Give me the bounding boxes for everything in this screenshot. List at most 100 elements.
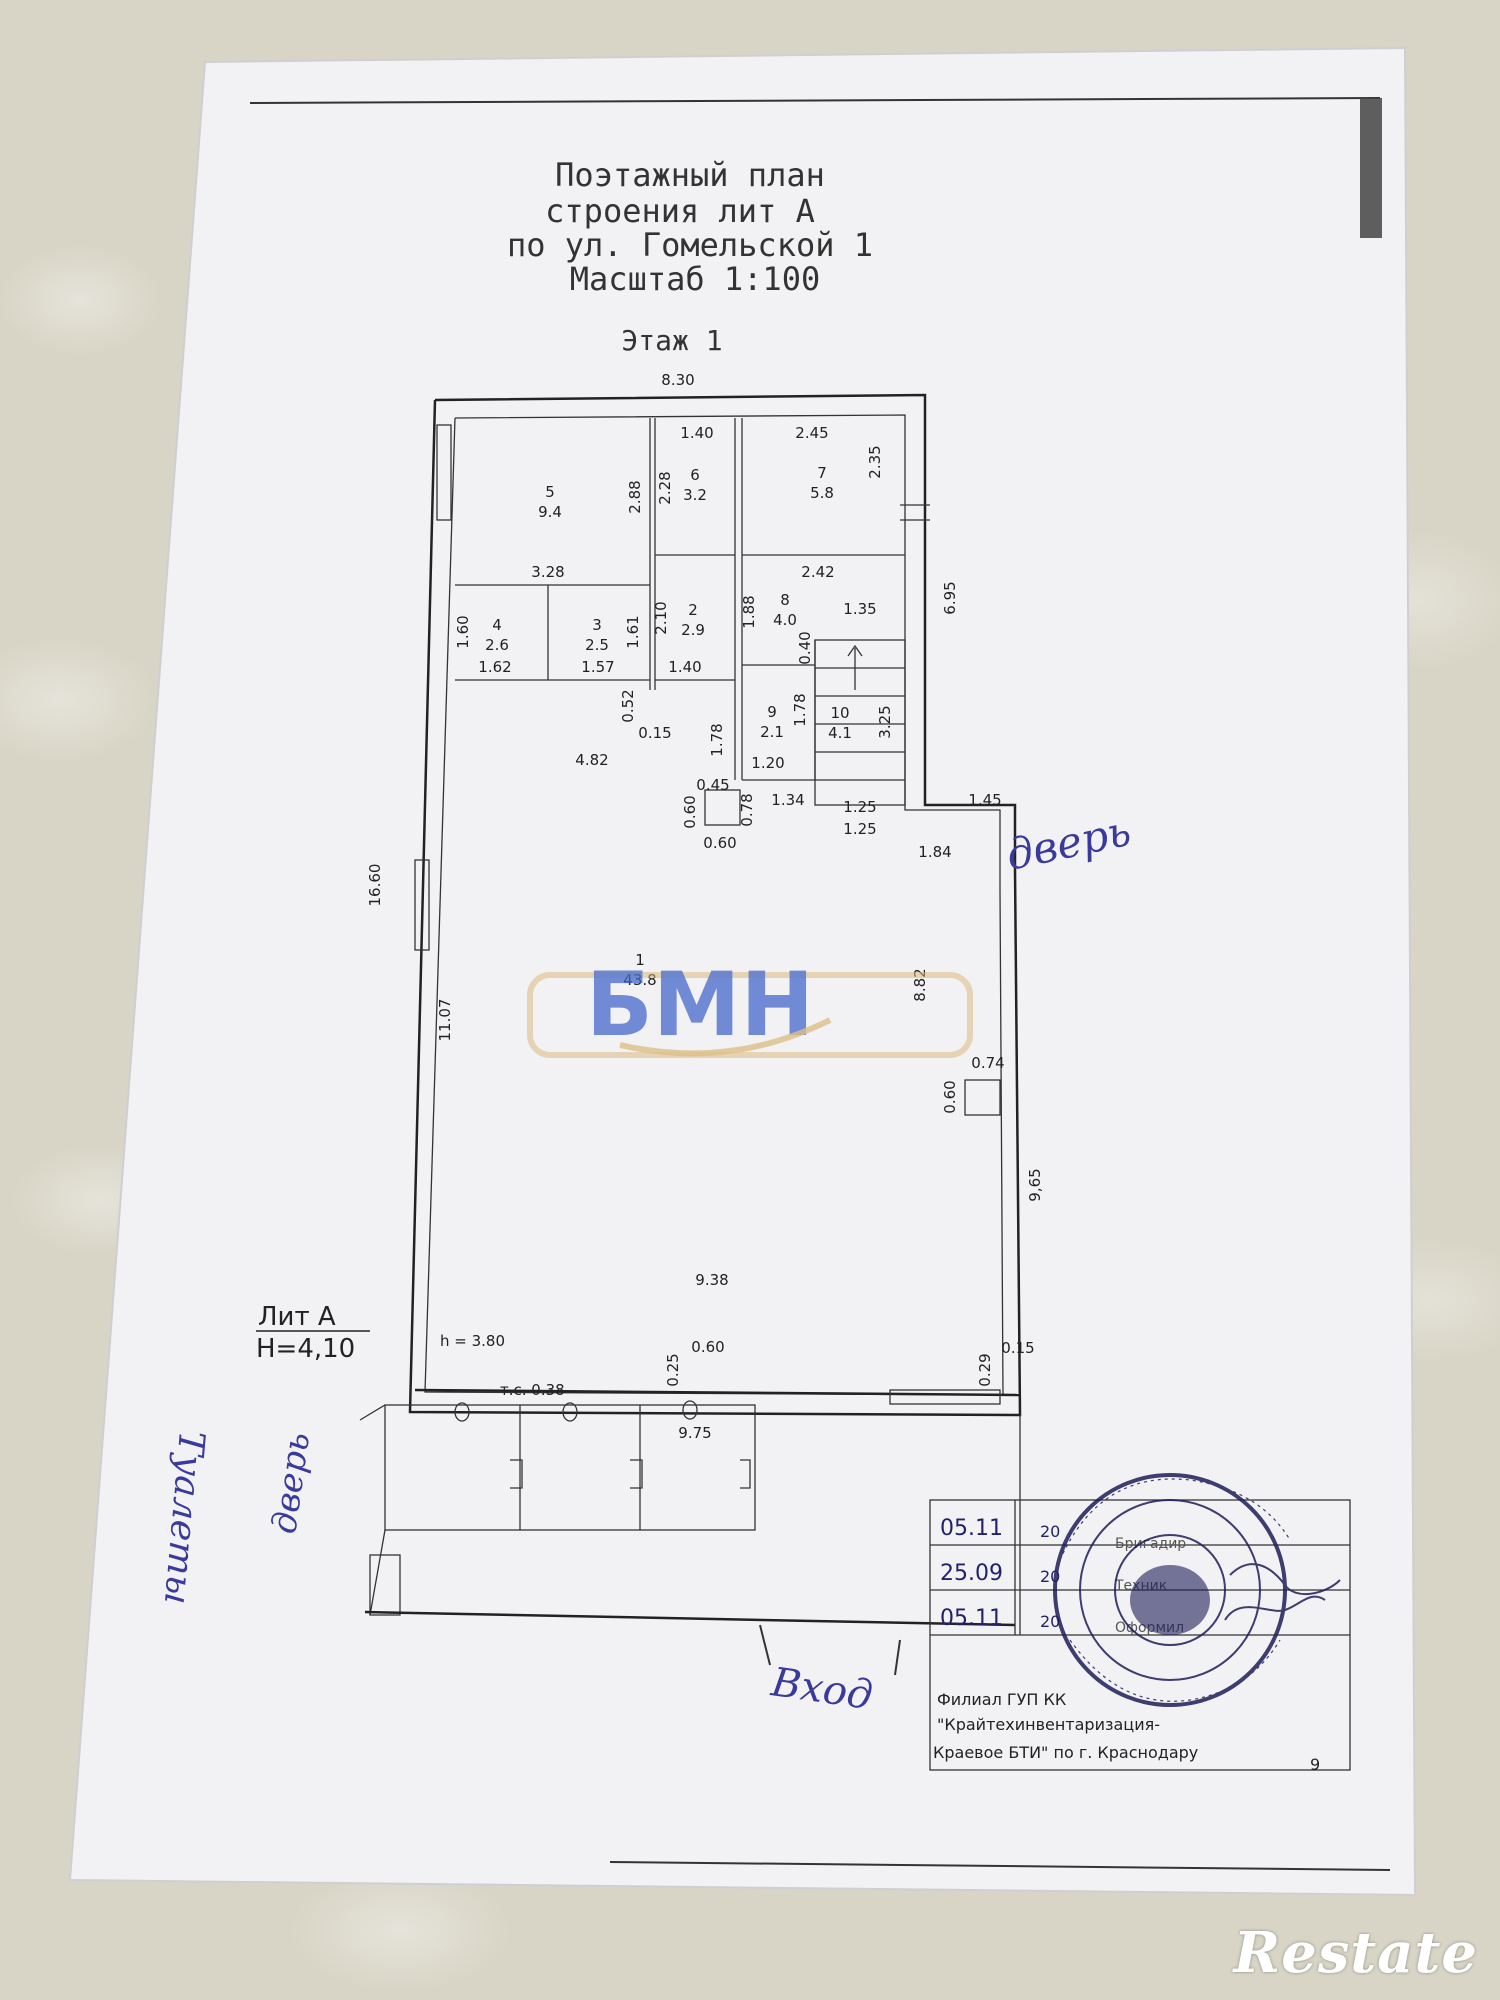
stamp-date-2: 25.09: [940, 1561, 1003, 1586]
svg-text:1.61: 1.61: [624, 615, 642, 648]
top-border-line: [249, 97, 1381, 104]
svg-text:2.1: 2.1: [760, 723, 784, 741]
room-7: 7 5.8: [810, 464, 834, 502]
svg-text:1.78: 1.78: [791, 693, 809, 726]
svg-text:0.60: 0.60: [703, 834, 736, 852]
height-label: h = 3.80: [440, 1332, 505, 1350]
outer-wall: [408, 393, 1022, 1417]
bmn-watermark: БМН: [527, 953, 973, 1058]
room-5: 5 9.4: [538, 483, 562, 521]
svg-text:0.52: 0.52: [619, 689, 637, 722]
svg-text:9.38: 9.38: [695, 1271, 728, 1289]
svg-text:2.10: 2.10: [652, 601, 670, 634]
org-line-2: "Крайтехинвентаризация-: [937, 1715, 1160, 1734]
window-left-top: [436, 424, 452, 521]
svg-text:4.1: 4.1: [828, 724, 852, 742]
svg-text:3.2: 3.2: [683, 486, 707, 504]
room-8: 8 4.0: [773, 591, 797, 629]
svg-text:0.25: 0.25: [664, 1353, 682, 1386]
svg-text:2.6: 2.6: [485, 636, 509, 654]
window-bottom: [889, 1389, 1001, 1405]
svg-text:0.60: 0.60: [691, 1338, 724, 1356]
svg-text:0.29: 0.29: [976, 1353, 994, 1386]
svg-text:1.35: 1.35: [843, 600, 876, 618]
svg-text:4.82: 4.82: [575, 751, 608, 769]
svg-text:2.45: 2.45: [795, 424, 828, 442]
lit-label: Лит А: [258, 1302, 336, 1332]
svg-text:2: 2: [688, 601, 698, 619]
bottom-border-line: [609, 1861, 1391, 1871]
room-6: 6 3.2: [683, 466, 707, 504]
svg-text:5.8: 5.8: [810, 484, 834, 502]
svg-text:16.60: 16.60: [366, 864, 384, 907]
restate-logo: Restate: [1233, 1920, 1478, 1986]
title-line-3: по ул. Гомельской 1: [507, 226, 873, 264]
title-line-1: Поэтажный план: [555, 156, 825, 194]
scan-edge-mark: [1360, 98, 1382, 238]
svg-text:9.75: 9.75: [678, 1424, 711, 1442]
svg-text:6.95: 6.95: [941, 581, 959, 614]
inner-wall: [424, 414, 1004, 1396]
svg-text:1.60: 1.60: [454, 615, 472, 648]
column-right: [964, 1079, 1001, 1116]
svg-text:1.40: 1.40: [668, 658, 701, 676]
svg-text:20: 20: [1040, 1612, 1060, 1631]
staircase: [814, 639, 906, 806]
svg-text:5: 5: [545, 483, 555, 501]
front-wall: [414, 1388, 1021, 1397]
room-9: 9 2.1: [760, 703, 784, 741]
svg-text:1.45: 1.45: [968, 791, 1001, 809]
svg-text:2.5: 2.5: [585, 636, 609, 654]
svg-text:11.07: 11.07: [436, 999, 454, 1042]
svg-text:4.0: 4.0: [773, 611, 797, 629]
svg-text:0.78: 0.78: [738, 793, 756, 826]
floor-label: Этаж 1: [621, 324, 722, 357]
svg-text:8: 8: [780, 591, 790, 609]
svg-text:1.25: 1.25: [843, 798, 876, 816]
title-line-2: строения лит А: [545, 192, 815, 230]
svg-text:20: 20: [1040, 1522, 1060, 1541]
stamp-date-1: 05.11: [940, 1516, 1003, 1541]
svg-text:3.28: 3.28: [531, 563, 564, 581]
svg-text:1.78: 1.78: [708, 723, 726, 756]
svg-text:1.25: 1.25: [843, 820, 876, 838]
svg-text:1.84: 1.84: [918, 843, 951, 861]
svg-text:3: 3: [592, 616, 602, 634]
page-number: 9: [1310, 1755, 1320, 1774]
svg-text:0.45: 0.45: [696, 776, 729, 794]
svg-text:1.57: 1.57: [581, 658, 614, 676]
svg-text:0.15: 0.15: [638, 724, 671, 742]
stamp-date-3: 05.11: [940, 1606, 1003, 1631]
stamp-table: 05.11 20 Бригадир 25.09 20 Техник 05.11 …: [929, 1499, 1351, 1774]
toilet-block: 9.75: [359, 1400, 1021, 1635]
svg-text:7: 7: [817, 464, 827, 482]
svg-text:1.88: 1.88: [740, 595, 758, 628]
svg-text:0.40: 0.40: [796, 631, 814, 664]
svg-text:Бригадир: Бригадир: [1115, 1536, 1186, 1552]
svg-text:4: 4: [492, 616, 502, 634]
paper-sheet: [68, 46, 1417, 1897]
height-total: H=4,10: [256, 1334, 355, 1364]
wall-thickness-label: т.с. 0.38: [500, 1381, 565, 1399]
org-line-1: Филиал ГУП КК: [937, 1690, 1067, 1709]
room-10: 10 4.1: [828, 704, 852, 742]
svg-text:2.35: 2.35: [866, 445, 884, 478]
title-line-4: Масштаб 1:100: [570, 260, 820, 298]
room-3: 3 2.5: [585, 616, 609, 654]
svg-text:0.74: 0.74: [971, 1054, 1004, 1072]
org-line-3: Краевое БТИ" по г. Краснодару: [933, 1743, 1198, 1762]
svg-text:2.42: 2.42: [801, 563, 834, 581]
window-left-mid: [414, 859, 430, 951]
round-seal: [1053, 1473, 1341, 1707]
svg-text:3.25: 3.25: [876, 705, 894, 738]
room-4: 4 2.6: [485, 616, 509, 654]
svg-text:1.62: 1.62: [478, 658, 511, 676]
svg-text:9,65: 9,65: [1026, 1168, 1044, 1201]
svg-text:2.28: 2.28: [656, 471, 674, 504]
column: [704, 789, 741, 826]
dimension-labels: 8.30 1.40 2.45 2.35 2.88 2.28 3.28 2.42 …: [366, 371, 1044, 1387]
svg-text:10: 10: [830, 704, 849, 722]
svg-text:1.34: 1.34: [771, 791, 804, 809]
svg-text:0.15: 0.15: [1001, 1339, 1034, 1357]
